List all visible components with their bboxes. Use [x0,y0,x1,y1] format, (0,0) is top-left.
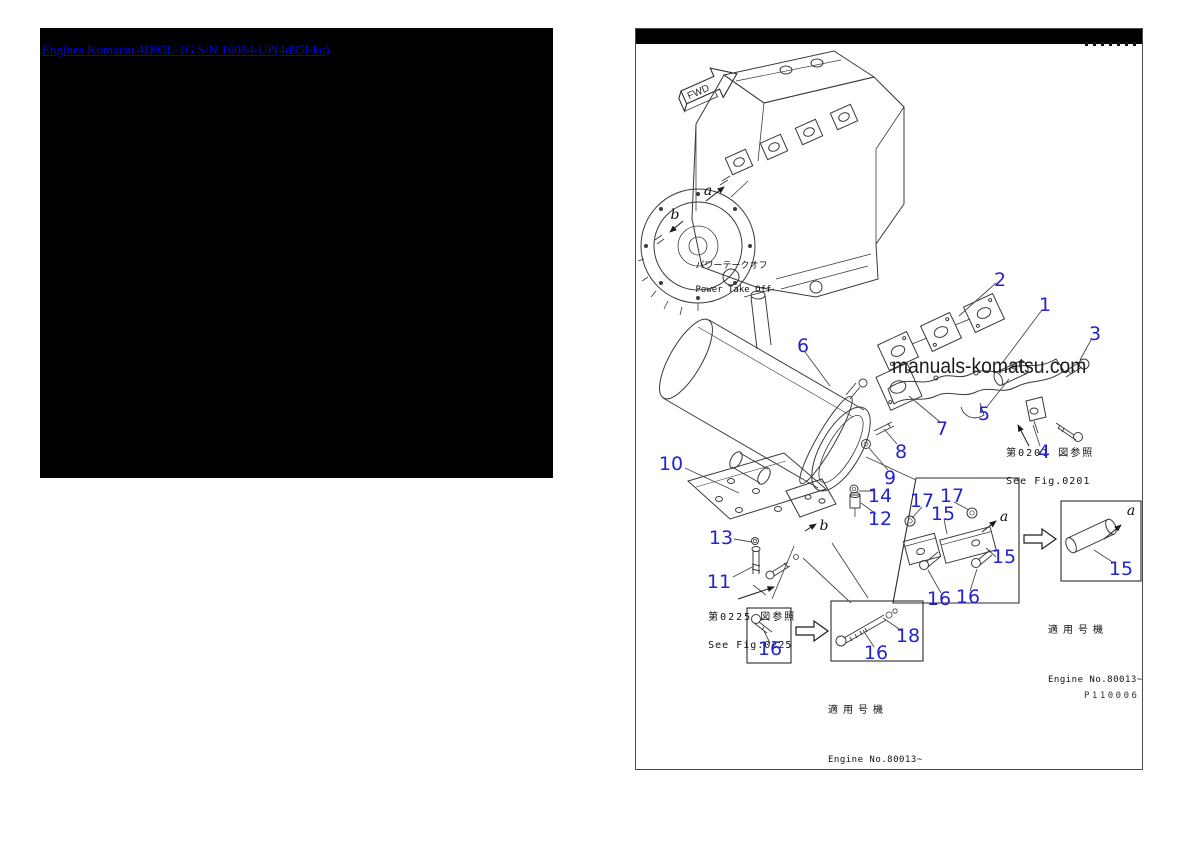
watermark-text: manuals-komatsu.com [892,355,1087,378]
block-arrow-icons [795,527,1058,643]
detail-box-bolt18 [830,600,924,662]
detail-box-spacer [1060,500,1142,582]
power-take-off-en: Power Take Off [695,285,772,295]
manifold-illustration [849,292,1090,517]
see-fig-0225: 第0225 図参照 See Fig.0225 [708,612,797,651]
engine-manual-link[interactable]: Engines Komatsu 4D95L-1G S/N 16084-UP(4d… [42,42,330,57]
detail-box-bolt18-parts [835,608,898,647]
fwd-arrow-icon: FWD [678,67,738,113]
engine-illustration [691,50,905,298]
cutoff-text-marks [1085,42,1137,46]
power-take-off-label: パワーテークオフ Power Take Off [663,248,772,308]
muffler-illustration [659,290,871,492]
parts-diagram-panel: FWD [635,28,1143,770]
detail-box-brackets-parts [902,507,997,570]
detail-box-bolt16 [746,607,792,664]
power-take-off-jp: パワーテークオフ [695,261,768,271]
detail-box-bolt16-parts [751,614,773,634]
detail-box-spacer-parts [1065,518,1117,554]
applicable-engine-right: 適用号機 Engine No.80013~ [1048,625,1143,685]
diagram-line-art: FWD [637,50,1142,664]
diagram-top-bar [636,29,1142,44]
bracket-illustration [687,452,837,580]
leader-lines [684,282,1115,648]
view-arrows [669,186,1122,600]
svg-text:FWD: FWD [686,83,711,102]
page-code: P110006 [1084,691,1140,701]
flywheel-housing-illustration [637,175,775,316]
applicable-engine-bottom: 適用号機 Engine No.80013~ [828,705,923,765]
left-black-panel: Engines Komatsu 4D95L-1G S/N 16084-UP(4d… [40,28,553,478]
detail-box-brackets [892,477,1020,604]
see-fig-0201: 第0201 図参照 See Fig.0201 [1006,448,1095,487]
